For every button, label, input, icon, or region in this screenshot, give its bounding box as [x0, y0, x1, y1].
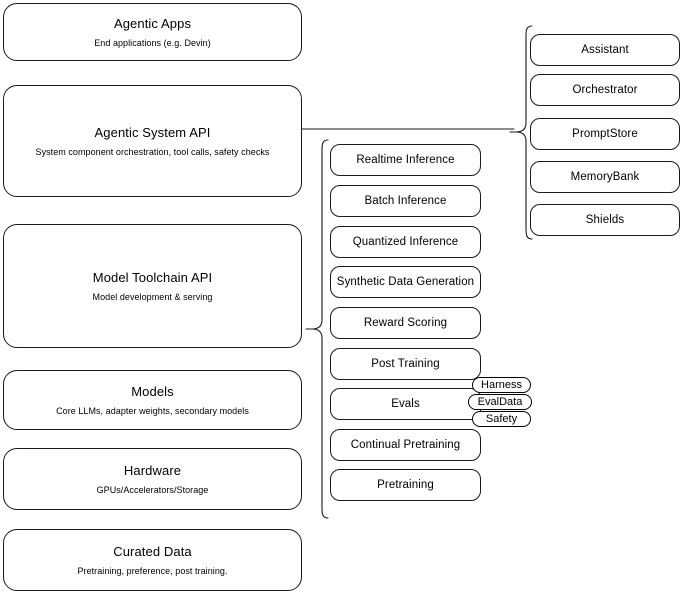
layer-card-agentic-system-api[interactable]: Agentic System API System component orch…	[3, 85, 302, 197]
chip-label: Post Training	[371, 358, 440, 370]
layer-title: Hardware	[123, 462, 182, 478]
layer-subtitle: Model development & serving	[92, 291, 213, 302]
pill-label: Harness	[481, 379, 522, 391]
chip-label: Batch Inference	[364, 195, 447, 207]
brace-model-toolchain-components	[305, 138, 334, 520]
toolchain-chip-continual-pretraining[interactable]: Continual Pretraining	[330, 429, 481, 461]
toolchain-chip-batch-inference[interactable]: Batch Inference	[330, 185, 481, 217]
chip-label: Pretraining	[377, 479, 434, 491]
toolchain-chip-evals[interactable]: Evals	[330, 388, 481, 420]
layer-subtitle: Core LLMs, adapter weights, secondary mo…	[56, 405, 249, 416]
toolchain-chip-quantized-inference[interactable]: Quantized Inference	[330, 226, 481, 258]
layer-subtitle: System component orchestration, tool cal…	[35, 146, 270, 157]
system-chip-promptstore[interactable]: PromptStore	[530, 118, 680, 150]
pill-label: EvalData	[477, 396, 523, 408]
evals-pill-evaldata[interactable]: EvalData	[468, 394, 532, 410]
layer-subtitle: GPUs/Accelerators/Storage	[96, 484, 209, 495]
pill-label: Safety	[485, 413, 518, 425]
chip-label: Continual Pretraining	[350, 439, 461, 451]
system-chip-shields[interactable]: Shields	[530, 204, 680, 236]
chip-label: Evals	[391, 398, 420, 410]
chip-label: MemoryBank	[570, 171, 640, 183]
layer-title: Agentic System API	[94, 124, 211, 140]
layer-title: Models	[131, 383, 174, 399]
toolchain-chip-synthetic-data-generation[interactable]: Synthetic Data Generation	[330, 266, 481, 298]
layer-card-models[interactable]: Models Core LLMs, adapter weights, secon…	[3, 370, 302, 430]
chip-label: Assistant	[581, 44, 629, 56]
toolchain-chip-post-training[interactable]: Post Training	[330, 348, 481, 380]
layer-card-hardware[interactable]: Hardware GPUs/Accelerators/Storage	[3, 448, 302, 510]
system-chip-assistant[interactable]: Assistant	[530, 34, 680, 66]
system-chip-memorybank[interactable]: MemoryBank	[530, 161, 680, 193]
layer-subtitle: End applications (e.g. Devin)	[94, 37, 211, 48]
toolchain-chip-reward-scoring[interactable]: Reward Scoring	[330, 307, 481, 339]
chip-label: Quantized Inference	[352, 236, 459, 248]
chip-label: Reward Scoring	[363, 317, 448, 329]
brace-agentic-system-components	[509, 24, 538, 244]
layer-title: Agentic Apps	[113, 15, 192, 31]
layer-title: Model Toolchain API	[92, 269, 213, 285]
chip-label: Realtime Inference	[356, 154, 455, 166]
chip-label: Synthetic Data Generation	[336, 276, 475, 288]
layer-card-agentic-apps[interactable]: Agentic Apps End applications (e.g. Devi…	[3, 3, 302, 61]
chip-label: PromptStore	[572, 128, 638, 140]
layer-subtitle: Pretraining, preference, post training.	[77, 565, 228, 576]
evals-pill-safety[interactable]: Safety	[472, 411, 531, 427]
layer-card-model-toolchain-api[interactable]: Model Toolchain API Model development & …	[3, 224, 302, 348]
toolchain-chip-realtime-inference[interactable]: Realtime Inference	[330, 144, 481, 176]
evals-pill-harness[interactable]: Harness	[472, 377, 531, 393]
chip-label: Shields	[585, 214, 625, 226]
layer-title: Curated Data	[113, 543, 192, 559]
chip-label: Orchestrator	[572, 84, 638, 96]
system-chip-orchestrator[interactable]: Orchestrator	[530, 74, 680, 106]
layer-card-curated-data[interactable]: Curated Data Pretraining, preference, po…	[3, 529, 302, 591]
connector-system-api-to-components	[300, 120, 522, 140]
toolchain-chip-pretraining[interactable]: Pretraining	[330, 469, 481, 501]
